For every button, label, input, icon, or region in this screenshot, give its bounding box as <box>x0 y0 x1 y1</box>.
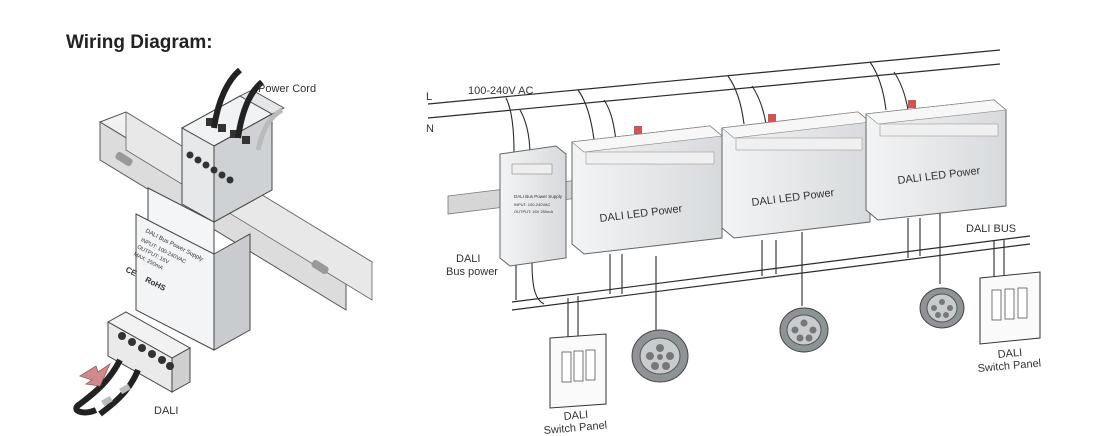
power-cord-label: Power Cord <box>258 83 316 95</box>
mains-voltage-label: 100-240V AC <box>468 85 533 97</box>
dali-label: DALI <box>154 405 178 417</box>
left-device-illustration: DALI Bus Power Supply INPUT: 100-240VAC … <box>73 67 374 417</box>
neutral-line <box>427 63 1001 119</box>
driver-3: DALI LED Power <box>865 99 1007 221</box>
bottom-terminal-block <box>106 311 192 393</box>
insert-arrow-icon <box>79 362 111 387</box>
bus-power-face: DALI Bus Power Supply INPUT: 100-240VAC … <box>514 194 563 214</box>
bus-face-line-2: INPUT: 100-240VAC <box>514 202 550 207</box>
switch-panel-1-label-line-2: Switch Panel <box>543 419 607 436</box>
dali-wires <box>73 358 141 417</box>
downlight-3 <box>919 287 965 329</box>
downlight-1 <box>631 329 689 383</box>
bus-power-label-line-2: Bus power <box>446 266 498 278</box>
bus-face-line-3: OUTPUT: 16V 250mA <box>514 209 553 214</box>
neutral-label: N <box>426 123 434 135</box>
switch-panel-1 <box>549 333 607 409</box>
page-title: Wiring Diagram: <box>66 32 213 53</box>
switch-panel-2 <box>979 271 1041 345</box>
mains-labels: L N 100-240V AC <box>426 85 533 135</box>
bus-power-module: DALI Bus Power Supply INPUT: 100-240VAC … <box>106 89 285 393</box>
switch-panel-2-label-line-1: DALI <box>997 347 1022 361</box>
live-label: L <box>426 91 432 103</box>
dali-bus-line-1 <box>511 235 1031 303</box>
switch-panel-1-label-line-1: DALI <box>563 409 588 423</box>
power-cord <box>211 67 284 151</box>
driver-1-led <box>634 126 642 134</box>
live-line <box>427 49 1001 105</box>
downlight-2 <box>779 307 829 353</box>
dali-bus-label: DALI BUS <box>966 223 1016 235</box>
dali-bus-line-2 <box>511 243 1031 311</box>
driver-1: DALI LED Power <box>571 125 723 255</box>
bus-face-line-1: DALI Bus Power Supply <box>514 194 563 199</box>
driver-3-led <box>908 100 916 108</box>
top-terminal-screws <box>186 118 250 184</box>
driver-2: DALI LED Power <box>721 111 871 239</box>
wiring-schematic <box>427 49 1031 340</box>
driver-2-led <box>768 114 776 122</box>
dali-bus-power-unit: DALI Bus Power Supply INPUT: 100-240VAC … <box>499 145 567 267</box>
bus-power-label-line-1: DALI <box>456 253 480 265</box>
switch-panel-2-label-line-2: Switch Panel <box>977 357 1041 374</box>
